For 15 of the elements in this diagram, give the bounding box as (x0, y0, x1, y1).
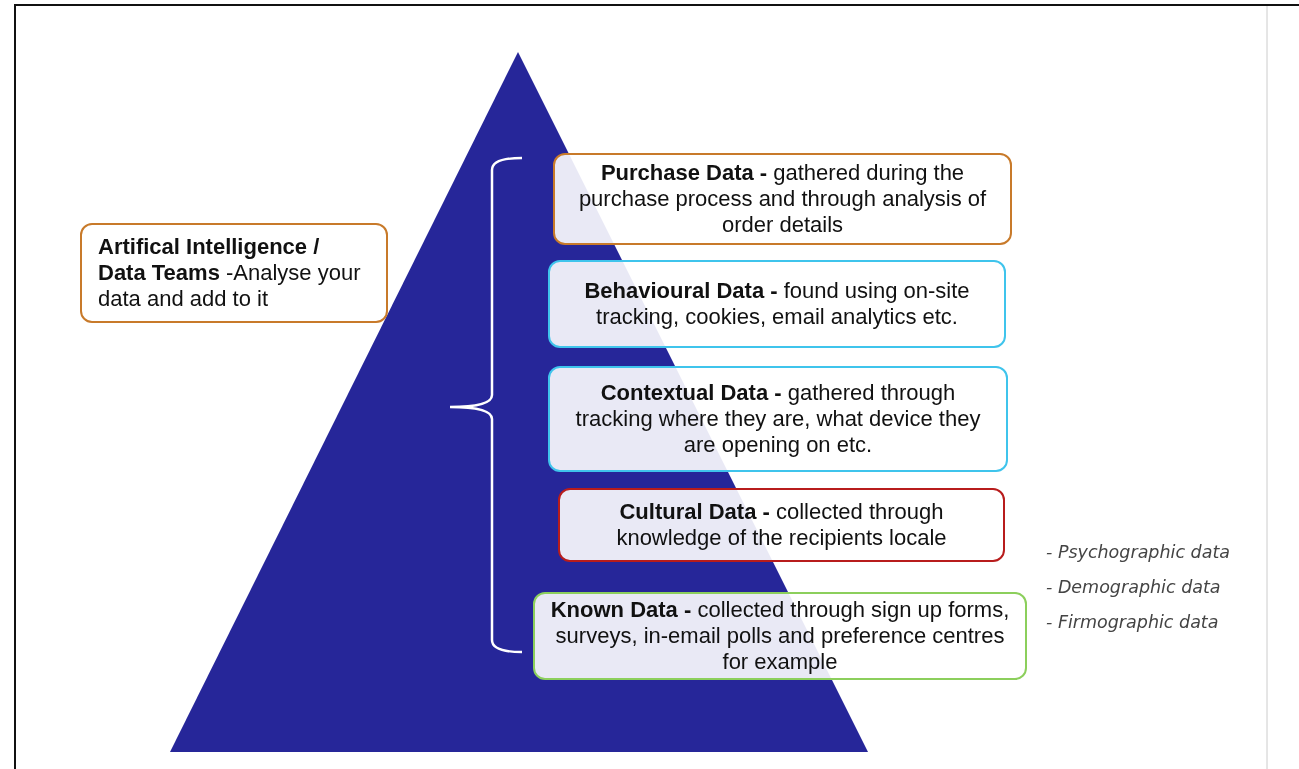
list-item: - Psychographic data (1046, 542, 1230, 562)
info-box (533, 592, 1027, 680)
info-box (558, 488, 1005, 562)
box-text: Purchase Data - gathered during the purchase process and through analysis of order details (577, 160, 988, 238)
info-box (548, 366, 1008, 472)
info-box (553, 153, 1012, 245)
box-text: Behavioural Data - found using on-site tracking, cookies, email analytics etc. (583, 278, 971, 330)
list-item: - Demographic data (1046, 577, 1221, 597)
box-text: Cultural Data - collected through knowledge of the recipients locale (615, 499, 948, 551)
box-text: Known Data - collected through sign up forms, surveys, in-email polls and preference centres for example (549, 597, 1011, 675)
box-text: Contextual Data - gathered through tracking where they are, what device they are opening on etc. (574, 380, 982, 458)
list-item: - Firmographic data (1046, 612, 1219, 632)
box-text: Artifical Intelligence / Data Teams -Analyse your data and add to it (98, 234, 362, 312)
info-box (548, 260, 1006, 348)
info-box (80, 223, 388, 323)
